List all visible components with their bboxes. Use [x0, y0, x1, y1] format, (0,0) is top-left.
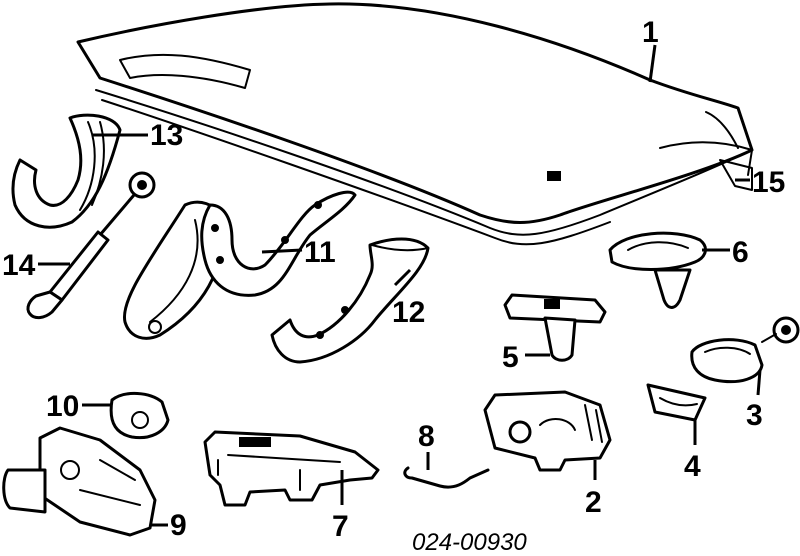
callout-15: 15 — [752, 166, 785, 199]
leader-11 — [261, 248, 303, 254]
callout-5: 5 — [502, 341, 519, 374]
leader-lines — [38, 44, 762, 527]
hinge-cover-part-13 — [11, 113, 122, 229]
bumper-pad-part-6 — [608, 231, 707, 309]
callout-6: 6 — [732, 236, 749, 269]
callout-9: 9 — [170, 509, 187, 542]
hinge-arm-part-11 — [122, 190, 357, 340]
striker-part-5 — [503, 293, 607, 362]
callout-2: 2 — [585, 486, 602, 519]
leader-1 — [648, 44, 657, 83]
leader-12 — [393, 268, 412, 287]
motor-part-9 — [2, 426, 157, 537]
callout-4: 4 — [684, 450, 701, 483]
trunk-lid-part-1 — [76, 2, 754, 246]
callout-8: 8 — [418, 420, 435, 453]
leader-3 — [756, 369, 762, 396]
reference-code: 024-00930 — [412, 529, 527, 556]
weatherstrip-part-15 — [719, 159, 753, 191]
callout-12: 12 — [392, 296, 425, 329]
gas-strut-part-14 — [26, 171, 156, 320]
callout-14: 14 — [2, 249, 36, 282]
callout-1: 1 — [642, 16, 659, 49]
lock-cylinder-part-3 — [690, 316, 800, 384]
callout-13: 13 — [150, 119, 183, 152]
callout-7: 7 — [332, 510, 349, 543]
release-rod-part-8 — [403, 466, 490, 489]
callout-3: 3 — [746, 399, 763, 432]
hinge-bracket-part-12 — [270, 237, 430, 364]
callout-10: 10 — [46, 390, 79, 423]
clip-part-4 — [646, 383, 707, 422]
lock-knob-part-10 — [109, 392, 170, 440]
latch-part-2 — [483, 390, 612, 472]
actuator-part-7 — [203, 430, 380, 507]
callout-11: 11 — [304, 236, 336, 269]
